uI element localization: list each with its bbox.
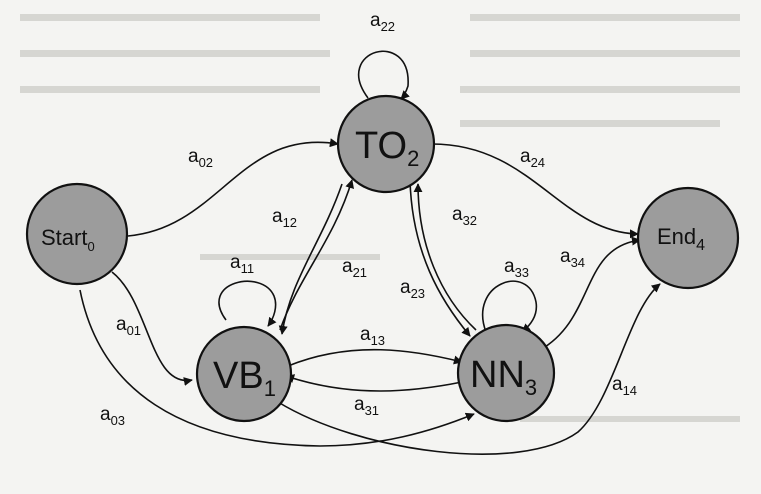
node-start: Start0 (25, 182, 129, 286)
node-vb-name: VB (213, 355, 264, 397)
label-a02: a02 (188, 146, 213, 170)
node-start-index: 0 (87, 239, 94, 254)
edge-vb-end (277, 283, 661, 455)
label-a34: a34 (560, 246, 585, 270)
label-a03: a03 (100, 404, 125, 428)
edge-nn-end (539, 236, 641, 351)
edge-start-vb (111, 271, 193, 386)
label-a12: a12 (272, 206, 297, 230)
node-to-index: 2 (407, 146, 419, 171)
label-a32: a32 (452, 204, 477, 228)
svg-text:End4: End4 (657, 224, 705, 254)
node-to: TO2 (336, 94, 436, 194)
edge-to-vb (278, 183, 343, 335)
node-end-index: 4 (696, 237, 705, 254)
edge-vb-to (279, 179, 354, 331)
node-end-name: End (657, 224, 696, 249)
edge-nn-vb (285, 374, 463, 392)
node-nn-index: 3 (525, 375, 537, 400)
label-a21: a21 (342, 256, 367, 280)
edge-vb-nn (287, 348, 463, 367)
edge-start-nn (79, 289, 475, 447)
label-a24: a24 (520, 146, 545, 170)
edge-to-self (357, 50, 410, 100)
svg-text:VB1: VB1 (213, 355, 276, 401)
node-vb-index: 1 (264, 376, 276, 401)
label-a13: a13 (360, 324, 385, 348)
node-start-name: Start (41, 225, 87, 250)
node-vb: VB1 (195, 325, 293, 423)
label-a14: a14 (612, 374, 637, 398)
label-a22: a22 (370, 10, 395, 34)
edge-start-to (127, 138, 339, 237)
svg-text:NN3: NN3 (470, 354, 537, 400)
svg-text:TO2: TO2 (355, 125, 419, 171)
edge-nn-self (481, 280, 538, 333)
edge-to-end (431, 143, 639, 239)
edge-to-nn (409, 179, 471, 337)
node-nn: NN3 (456, 323, 556, 423)
node-nn-name: NN (470, 354, 525, 396)
label-a01: a01 (116, 314, 141, 338)
svg-text:Start0: Start0 (41, 225, 95, 254)
edge-vb-self (218, 280, 277, 327)
node-to-name: TO (355, 125, 407, 167)
label-a31: a31 (354, 394, 379, 418)
edge-nn-to (413, 183, 477, 331)
label-a23: a23 (400, 277, 425, 301)
label-a33: a33 (504, 256, 529, 280)
node-end: End4 (636, 186, 740, 290)
label-a11: a11 (230, 252, 254, 276)
